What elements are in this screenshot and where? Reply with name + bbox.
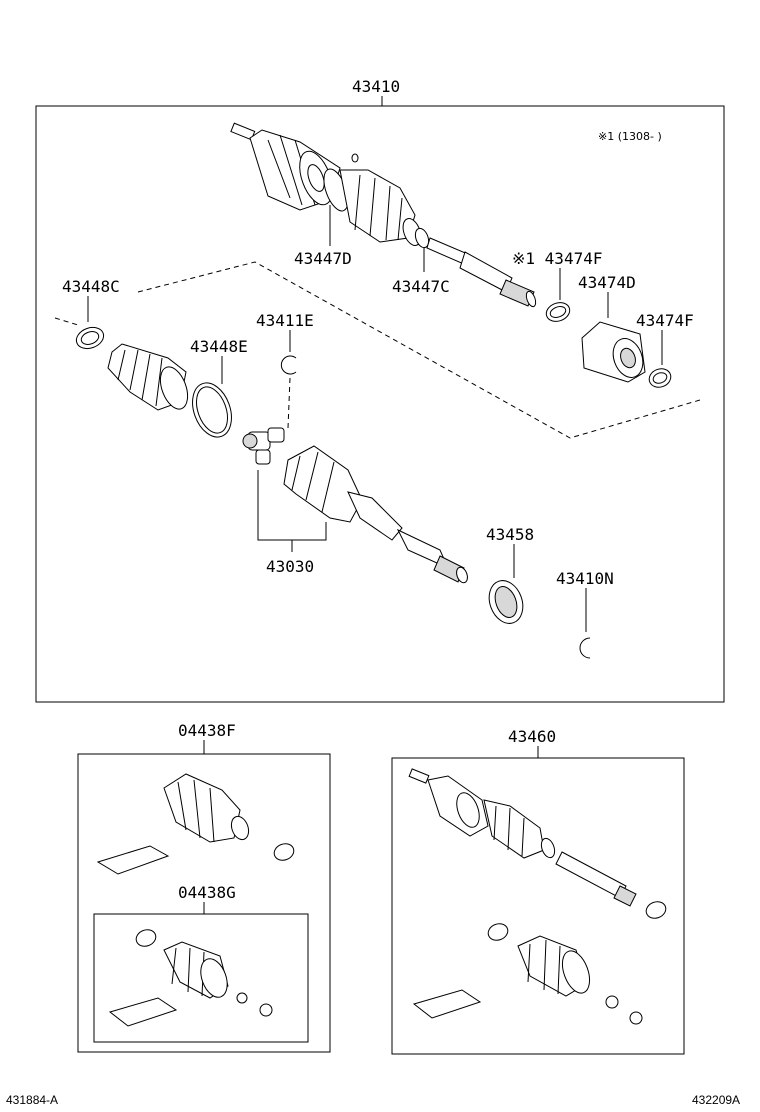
- label-43410N[interactable]: 43410N: [556, 569, 614, 588]
- label-43448E[interactable]: 43448E: [190, 337, 248, 356]
- inner-boot-clamp-large-icon[interactable]: [186, 378, 239, 443]
- label-04438G[interactable]: 04438G: [178, 883, 236, 902]
- alt-drive-shaft-icon[interactable]: [408, 768, 668, 1025]
- damper-clamp-2-icon[interactable]: [647, 366, 674, 390]
- label-43030[interactable]: 43030: [266, 557, 314, 576]
- shaft-assembly-alt-frame: [391, 757, 685, 1055]
- note-text: ※1 (1308- ): [598, 130, 662, 143]
- label-43411E[interactable]: 43411E: [256, 311, 314, 330]
- label-43474F-1[interactable]: ※1 43474F: [512, 249, 602, 268]
- label-43458[interactable]: 43458: [486, 525, 534, 544]
- label-43447D[interactable]: 43447D: [294, 249, 352, 268]
- footer-right-code: 432209A: [692, 1093, 740, 1107]
- damper-clamp-icon[interactable]: [544, 299, 573, 324]
- label-43410[interactable]: 43410: [352, 77, 400, 96]
- main-assembly-frame: [35, 105, 725, 703]
- boot-kit-outer-frame: [77, 753, 331, 1053]
- inner-boot-kit-icon[interactable]: [108, 927, 273, 1027]
- inner-boot-icon[interactable]: [107, 343, 193, 413]
- label-43474D[interactable]: 43474D: [578, 273, 636, 292]
- boot-kit-inner-frame: [93, 913, 309, 1043]
- footer-left-code: 431884-A: [6, 1093, 58, 1107]
- inner-joint-housing-icon[interactable]: [283, 445, 469, 584]
- hole-snap-ring-icon[interactable]: [579, 637, 591, 659]
- label-43448C[interactable]: 43448C: [62, 277, 120, 296]
- label-43474F-2[interactable]: 43474F: [636, 311, 694, 330]
- label-43447C[interactable]: 43447C: [392, 277, 450, 296]
- dust-deflector-icon[interactable]: [483, 576, 528, 628]
- outer-drive-shaft-icon[interactable]: [230, 122, 538, 308]
- inner-boot-clamp-small-icon[interactable]: [73, 324, 106, 352]
- label-04438F[interactable]: 04438F: [178, 721, 236, 740]
- snap-ring-icon[interactable]: [280, 355, 297, 375]
- outer-boot-kit-icon[interactable]: [96, 773, 296, 875]
- dynamic-damper-icon[interactable]: [581, 321, 648, 383]
- tripod-joint-icon[interactable]: [242, 427, 285, 465]
- label-43460[interactable]: 43460: [508, 727, 556, 746]
